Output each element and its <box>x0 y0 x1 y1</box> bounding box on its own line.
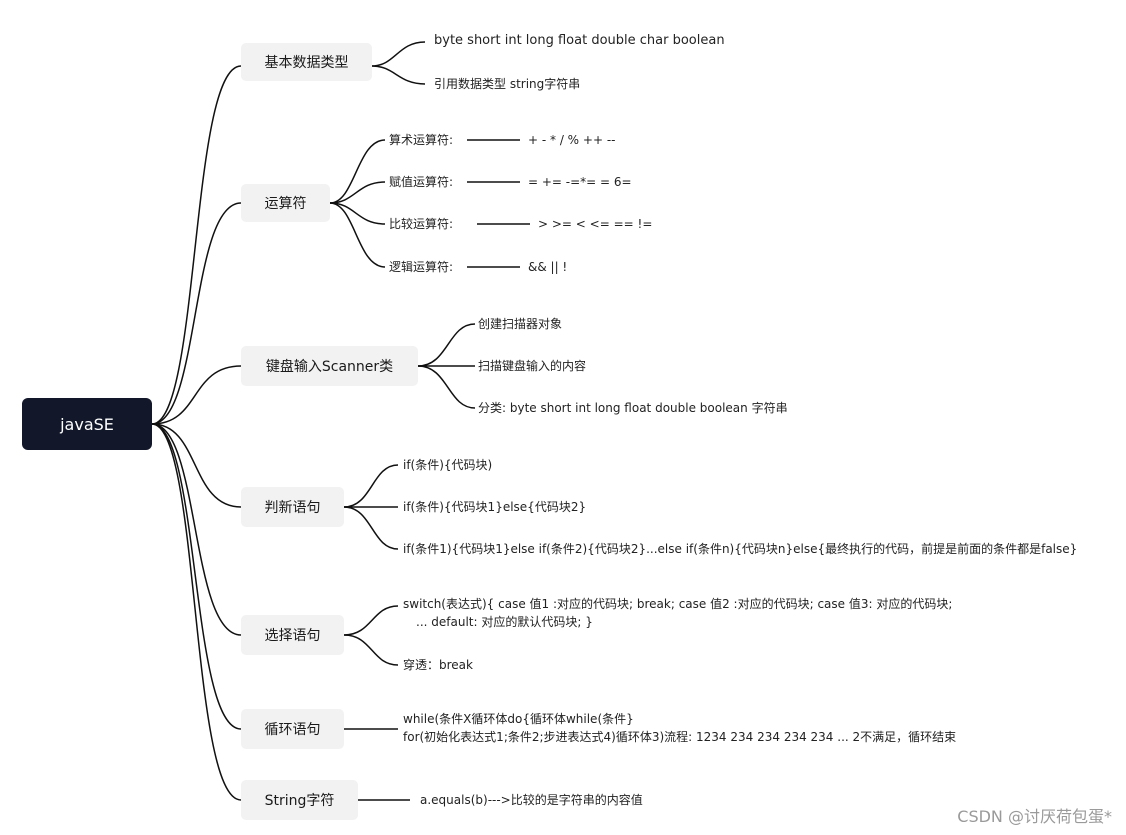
branch-switch[interactable]: 选择语句 <box>241 615 344 655</box>
leaf-reference-types: 引用数据类型 string字符串 <box>434 77 581 91</box>
branch-if-statements[interactable]: 判新语句 <box>241 487 344 527</box>
watermark: CSDN @讨厌荷包蛋* <box>957 807 1112 826</box>
branch-loops[interactable]: 循环语句 <box>241 709 344 749</box>
leaf-equals: a.equals(b)--->比较的是字符串的内容值 <box>420 793 643 807</box>
leaf-arithmetic-value: + - * / % ++ -- <box>528 133 616 147</box>
leaf-logical-label: 逻辑运算符: <box>389 260 454 274</box>
leaf-switch-line2: ... default: 对应的默认代码块; } <box>416 615 593 629</box>
branch-operators[interactable]: 运算符 <box>241 184 330 222</box>
leaf-comparison-value: > >= < <= == != <box>538 217 653 231</box>
leaf-if-else: if(条件){代码块1}else{代码块2} <box>403 500 587 514</box>
leaf-comparison-label: 比较运算符: <box>389 217 454 231</box>
leaf-if-else-chain: if(条件1){代码块1}else if(条件2){代码块2}...else i… <box>403 542 1078 556</box>
leaf-fallthrough: 穿透：break <box>403 658 473 672</box>
leaf-while: while(条件X循环体do{循环体while(条件} <box>403 712 634 726</box>
leaf-arithmetic-label: 算术运算符: <box>389 133 454 147</box>
leaf-assignment-value: = += -=*= = 6= <box>528 175 632 189</box>
leaf-if: if(条件){代码块) <box>403 458 493 472</box>
leaf-scanner-types: 分类: byte short int long float double boo… <box>478 401 788 415</box>
branch-basic-types[interactable]: 基本数据类型 <box>241 43 372 81</box>
leaf-assignment-label: 赋值运算符: <box>389 175 454 189</box>
leaf-logical-value: && || ! <box>528 260 568 274</box>
branch-scanner[interactable]: 键盘输入Scanner类 <box>241 346 418 386</box>
leaf-switch-line1: switch(表达式){ case 值1 :对应的代码块; break; cas… <box>403 597 953 611</box>
leaf-for: for(初始化表达式1;条件2;步进表达式4)循环体3)流程: 1234 234… <box>403 730 957 744</box>
leaf-create-scanner: 创建扫描器对象 <box>478 317 563 331</box>
root-node[interactable]: javaSE <box>22 398 152 450</box>
branch-string[interactable]: String字符 <box>241 780 358 820</box>
leaf-scan-input: 扫描键盘输入的内容 <box>478 359 587 373</box>
leaf-primitive-types: byte short int long float double char bo… <box>434 33 725 48</box>
